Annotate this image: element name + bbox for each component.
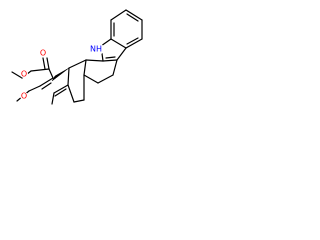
- bond: [67, 84, 75, 103]
- bond: [83, 59, 87, 76]
- bond: [39, 77, 54, 87]
- bond-double-inner: [126, 13, 139, 22]
- carbonyl-oxygen-label: O: [40, 49, 46, 58]
- nh-label: NH: [90, 45, 102, 54]
- bond: [125, 9, 143, 21]
- bond-double-inner: [126, 37, 139, 45]
- bond: [48, 68, 54, 79]
- bond: [83, 74, 99, 84]
- bond: [67, 67, 70, 86]
- bond: [53, 84, 69, 94]
- bond: [68, 59, 87, 69]
- bond: [51, 92, 55, 105]
- bond-layer: [11, 9, 143, 105]
- bond: [28, 85, 41, 92]
- bond: [73, 99, 85, 103]
- ether-oxygen-label: O: [21, 92, 27, 101]
- atom-background: [92, 43, 104, 55]
- bond: [110, 38, 127, 49]
- atom-background: [20, 70, 28, 78]
- ester-oxygen-label: O: [21, 70, 27, 79]
- bond: [100, 38, 112, 47]
- bond-double-inner: [41, 82, 52, 90]
- bond: [11, 71, 23, 79]
- bond-double-inner: [105, 56, 116, 59]
- bond: [46, 57, 50, 70]
- bond-double-inner: [54, 88, 67, 97]
- bond: [112, 59, 118, 76]
- bond: [30, 68, 50, 72]
- bond: [110, 9, 127, 21]
- bond: [85, 59, 104, 62]
- bond: [125, 38, 143, 49]
- bond: [102, 59, 118, 62]
- atom-background: [39, 49, 47, 57]
- atom-background: [20, 92, 28, 100]
- wedge-bond: [51, 67, 70, 82]
- atom-layer: NH O O O: [20, 43, 104, 101]
- bond: [116, 47, 127, 61]
- bond: [97, 74, 114, 84]
- bond-double-inner: [42, 57, 46, 70]
- molecule-structure: NH O O O: [11, 9, 143, 105]
